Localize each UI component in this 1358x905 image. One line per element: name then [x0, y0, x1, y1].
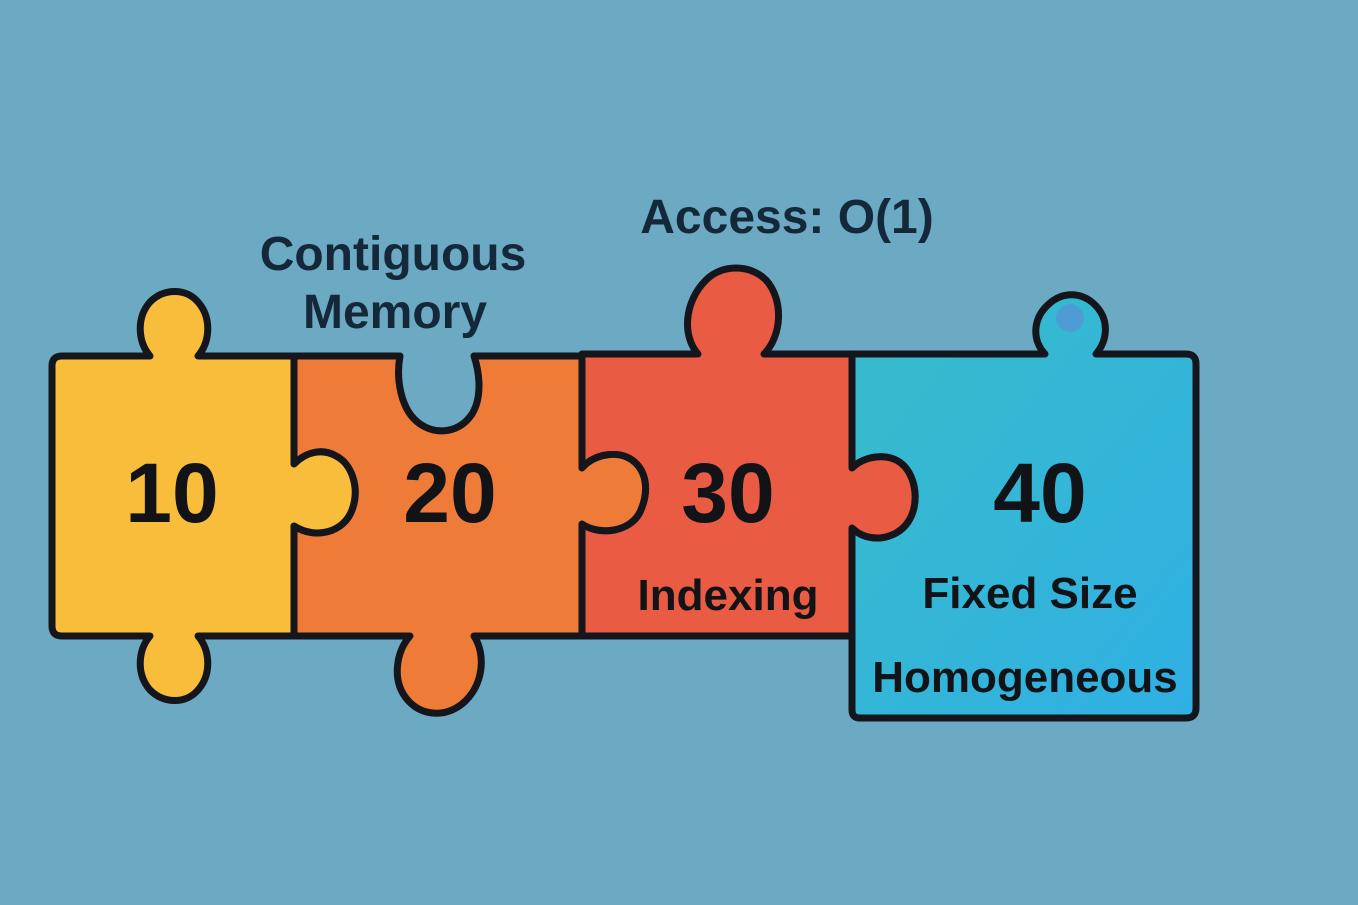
- indexing-label: Indexing: [638, 571, 819, 620]
- fixed-size-label: Fixed Size: [922, 569, 1137, 618]
- piece-value-20: 20: [403, 446, 496, 540]
- knob-accent: [1056, 304, 1084, 332]
- contiguous-caption-line2: Memory: [303, 286, 487, 339]
- homogeneous-label: Homogeneous: [872, 653, 1178, 702]
- piece-value-40: 40: [993, 446, 1086, 540]
- piece-value-10: 10: [125, 446, 218, 540]
- access-caption: Access: O(1): [640, 191, 933, 244]
- contiguous-caption-line1: Contiguous: [260, 228, 527, 281]
- puzzle-piece-10: [48, 288, 359, 704]
- piece-value-30: 30: [681, 446, 774, 540]
